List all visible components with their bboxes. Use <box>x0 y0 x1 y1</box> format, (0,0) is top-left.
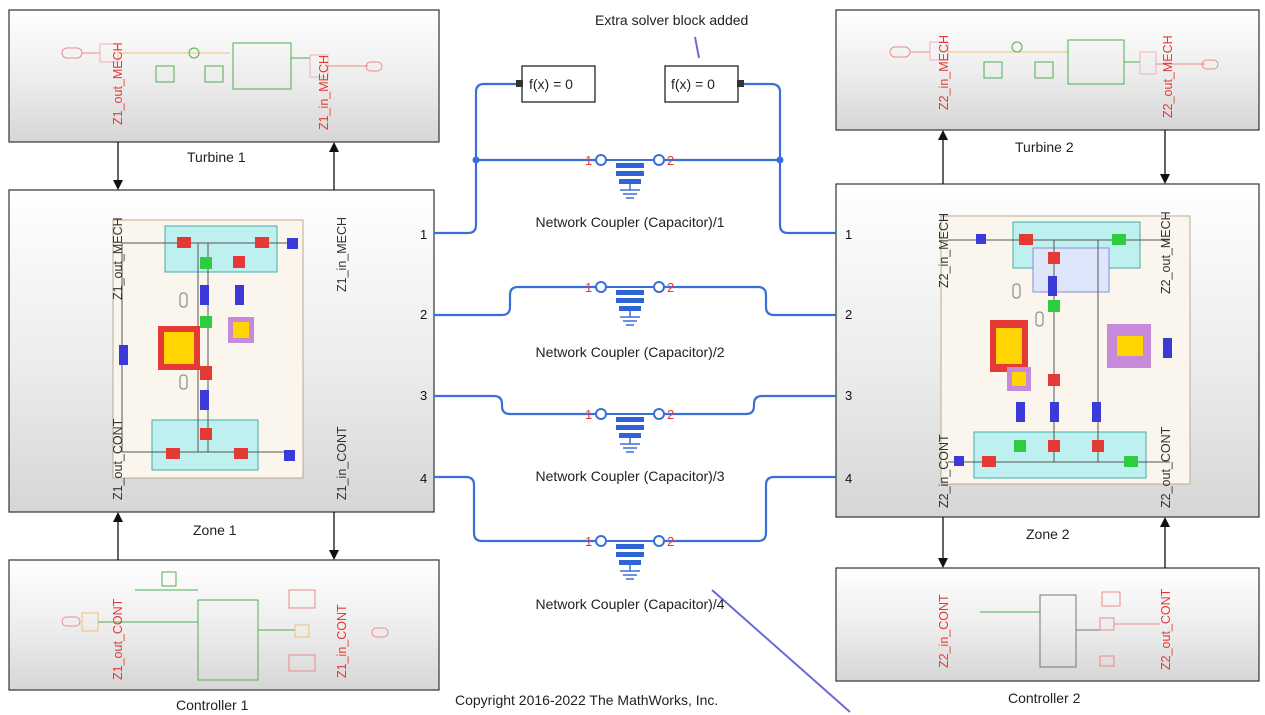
tag-z2-in-mech-turbine: Z2_in_MECH <box>937 35 951 110</box>
wire-row2-left <box>434 285 597 317</box>
tag-z2-out-cont-controller: Z2_out_CONT <box>1159 588 1173 670</box>
tag-z1-in-cont-controller: Z1_in_CONT <box>335 604 349 678</box>
tag-z2-in-cont-zone: Z2_in_CONT <box>937 434 951 508</box>
tag-z1-in-mech-turbine: Z1_in_MECH <box>317 55 331 130</box>
zone-2-port-1: 1 <box>845 227 852 242</box>
coupler-port-1-label: 1 <box>585 534 592 549</box>
capacitor-plate <box>619 179 641 184</box>
annotation-pointer-top <box>694 36 700 59</box>
wire-row3-right <box>663 394 836 416</box>
solver-block-2[interactable]: f(x) = 0 <box>664 65 744 103</box>
tag-z2-out-mech-zone: Z2_out_MECH <box>1159 211 1173 294</box>
capacitor-plate <box>619 433 641 438</box>
coupler-port-2-label: 2 <box>667 280 674 295</box>
controller-1-block[interactable]: Z1_out_CONT Z1_in_CONT <box>8 559 440 691</box>
coupler-port-circle-left <box>595 281 607 293</box>
coupler-port-circle-left <box>595 154 607 166</box>
coupler-port-circle-left <box>595 408 607 420</box>
controller-1-internals <box>61 571 389 681</box>
capacitor-plate <box>616 544 644 549</box>
controller-2-label: Controller 2 <box>1008 690 1081 706</box>
capacitor-plate <box>619 560 641 565</box>
capacitor-plate <box>619 306 641 311</box>
zone-1-internals <box>112 219 304 479</box>
coupler-port-circle-right <box>653 154 665 166</box>
coupler-port-1-label: 1 <box>585 280 592 295</box>
turbine-1-label: Turbine 1 <box>187 149 246 165</box>
tag-z1-in-cont-zone: Z1_in_CONT <box>335 426 349 500</box>
physical-wires <box>434 82 836 543</box>
solver-block-1[interactable]: f(x) = 0 <box>516 65 596 103</box>
zone-1-port-4: 4 <box>420 471 427 486</box>
network-coupler-label: Network Coupler (Capacitor)/3 <box>535 468 724 484</box>
zone-2-port-4: 4 <box>845 471 852 486</box>
network-coupler-label: Network Coupler (Capacitor)/1 <box>535 214 724 230</box>
coupler-port-1-label: 1 <box>585 407 592 422</box>
zone-2-internals <box>940 215 1191 485</box>
tag-z2-out-cont-zone: Z2_out_CONT <box>1159 426 1173 508</box>
annotation-text: Extra solver block added <box>595 12 748 28</box>
coupler-port-2-label: 2 <box>667 534 674 549</box>
network-coupler-label: Network Coupler (Capacitor)/4 <box>535 596 724 612</box>
coupler-port-circle-right <box>653 408 665 420</box>
wire-row4-right <box>663 475 836 543</box>
zone-2-port-3: 3 <box>845 388 852 403</box>
wire-row2-right <box>663 285 836 317</box>
signal-connections <box>113 130 1170 568</box>
tag-z1-out-cont-zone: Z1_out_CONT <box>111 418 125 500</box>
controller-2-block[interactable]: Z2_in_CONT Z2_out_CONT <box>835 567 1260 682</box>
zone-1-port-1: 1 <box>420 227 427 242</box>
solver-1-label: f(x) = 0 <box>529 76 573 92</box>
tag-z1-out-mech-zone: Z1_out_MECH <box>111 217 125 300</box>
turbine-1-internals <box>61 42 383 90</box>
capacitor-plate <box>616 298 644 303</box>
controller-1-label: Controller 1 <box>176 697 249 713</box>
network-coupler-label: Network Coupler (Capacitor)/2 <box>535 344 724 360</box>
capacitor-plate <box>616 425 644 430</box>
turbine-2-block[interactable]: Z2_in_MECH Z2_out_MECH <box>835 9 1260 131</box>
coupler-port-circle-right <box>653 281 665 293</box>
wire-row3-left <box>434 394 597 416</box>
coupler-port-circle-left <box>595 535 607 547</box>
turbine-2-label: Turbine 2 <box>1015 139 1074 155</box>
capacitor-plate <box>616 163 644 168</box>
wire-row4-left <box>434 475 597 543</box>
tag-z2-in-mech-zone: Z2_in_MECH <box>937 213 951 288</box>
tag-z1-out-mech-turbine: Z1_out_MECH <box>111 42 125 125</box>
capacitor-plate <box>616 552 644 557</box>
capacitor-plate <box>616 171 644 176</box>
turbine-2-internals <box>889 39 1219 85</box>
tag-z2-in-cont-controller: Z2_in_CONT <box>937 594 951 668</box>
copyright-text: Copyright 2016-2022 The MathWorks, Inc. <box>455 692 718 708</box>
turbine-1-block[interactable]: Z1_out_MECH Z1_in_MECH <box>8 9 440 143</box>
zone-1-label: Zone 1 <box>193 522 237 538</box>
solver-2-label: f(x) = 0 <box>671 76 715 92</box>
zone-2-block[interactable]: Z2_in_MECH Z2_out_MECH Z2_in_CONT Z2_out… <box>835 183 1260 518</box>
annotation-pointer-bottom <box>711 589 851 713</box>
coupler-port-2-label: 2 <box>667 153 674 168</box>
zone-1-block[interactable]: Z1_out_MECH Z1_in_MECH Z1_out_CONT Z1_in… <box>8 189 435 513</box>
tag-z1-out-cont-controller: Z1_out_CONT <box>111 598 125 680</box>
capacitor-plate <box>616 417 644 422</box>
zone-1-port-3: 3 <box>420 388 427 403</box>
coupler-port-2-label: 2 <box>667 407 674 422</box>
zone-1-port-2: 2 <box>420 307 427 322</box>
capacitor-plate <box>616 290 644 295</box>
wire-solver2-zone2 <box>744 82 836 235</box>
zone-2-port-2: 2 <box>845 307 852 322</box>
tag-z2-out-mech-turbine: Z2_out_MECH <box>1161 35 1175 118</box>
tag-z1-in-mech-zone: Z1_in_MECH <box>335 217 349 292</box>
controller-2-internals <box>980 591 1160 668</box>
coupler-port-circle-right <box>653 535 665 547</box>
zone-2-label: Zone 2 <box>1026 526 1070 542</box>
coupler-port-1-label: 1 <box>585 153 592 168</box>
